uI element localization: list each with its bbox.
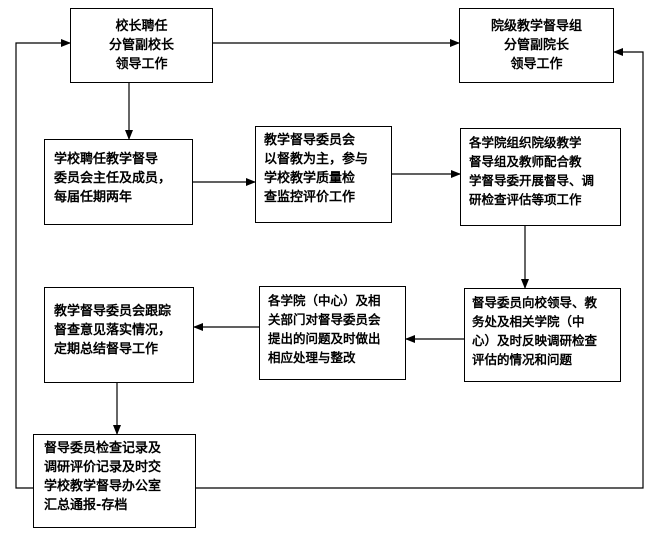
committee-line-1: 教学督导委员会: [264, 133, 356, 148]
track-line-1: 教学督导委员会跟踪: [54, 304, 172, 319]
college-line-1: 院级教学督导组: [490, 19, 582, 34]
appoint-line-3: 每届任期两年: [54, 190, 133, 205]
archive-line-2: 调研评价记录及时交: [44, 460, 162, 475]
arrow-archive-to-college: [196, 48, 644, 489]
archive-line-1: 督导委员检查记录及: [44, 441, 162, 456]
principal-box: 校长聘任 分管副校长 领导工作: [70, 8, 213, 83]
organize-line-3: 学督导委开展督导、调: [469, 173, 595, 188]
handle-line-3: 提出的问题及时做出: [268, 331, 381, 346]
archive-box: 督导委员检查记录及 调研评价记录及时交 学校教学督导办公室 汇总通报-存档: [33, 434, 196, 528]
college-line-3: 领导工作: [510, 57, 563, 72]
organize-line-1: 各学院组织院级教学: [469, 135, 582, 150]
appoint-box: 学校聘任教学督导 委员会主任及成员， 每届任期两年: [44, 139, 193, 225]
committee-box: 教学督导委员会 以督教为主，参与 学校教学质量检 查监控评价工作: [255, 126, 392, 223]
appoint-line-2: 委员会主任及成员，: [54, 171, 172, 186]
archive-line-4: 汇总通报-存档: [44, 498, 128, 513]
college-box: 院级教学督导组 分管副院长 领导工作: [459, 8, 614, 83]
arrow-archive-to-principal: [15, 39, 71, 489]
handle-line-4: 相应处理与整改: [268, 350, 356, 365]
handle-line-1: 各学院（中心）及相: [268, 293, 381, 308]
report-line-3: 心）及时反映调研检查: [472, 333, 598, 348]
organize-box: 各学院组织院级教学 督导组及教师配合教 学督导委开展督导、调 研检查评估等项工作: [460, 128, 621, 226]
principal-line-1: 校长聘任: [115, 19, 168, 34]
committee-line-3: 学校教学质量检: [264, 171, 356, 186]
report-line-4: 评估的情况和问题: [472, 352, 573, 367]
archive-line-3: 学校教学督导办公室: [44, 479, 162, 494]
committee-line-2: 以督教为主，参与: [264, 152, 369, 167]
track-line-3: 定期总结督导工作: [54, 342, 159, 357]
appoint-line-1: 学校聘任教学督导: [54, 152, 159, 167]
college-line-2: 分管副院长: [503, 38, 569, 53]
track-box: 教学督导委员会跟踪 督查意见落实情况， 定期总结督导工作: [44, 287, 194, 383]
organize-line-2: 督导组及教师配合教: [469, 154, 582, 169]
principal-line-2: 分管副校长: [108, 38, 174, 53]
handle-box: 各学院（中心）及相 关部门对督导委员会 提出的问题及时做出 相应处理与整改: [259, 286, 406, 380]
report-line-1: 督导委员向校领导、教: [472, 295, 598, 310]
committee-line-4: 查监控评价工作: [264, 190, 356, 205]
report-line-2: 务处及相关学院（中: [472, 314, 585, 329]
report-box: 督导委员向校领导、教 务处及相关学院（中 心）及时反映调研检查 评估的情况和问题: [464, 288, 621, 382]
handle-line-2: 关部门对督导委员会: [268, 312, 381, 327]
track-line-2: 督查意见落实情况，: [54, 323, 172, 338]
principal-line-3: 领导工作: [115, 57, 168, 72]
organize-line-4: 研检查评估等项工作: [469, 192, 582, 207]
